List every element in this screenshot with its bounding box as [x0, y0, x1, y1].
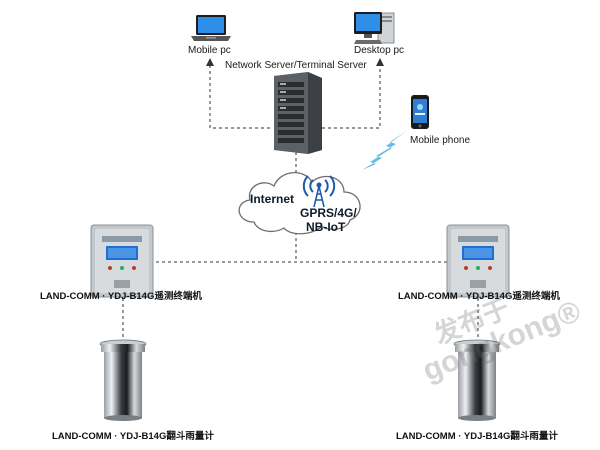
link-server-mobile-pc [209, 62, 270, 129]
laptop-icon [191, 15, 231, 41]
antenna-icon [302, 175, 336, 208]
cloud-network-label-2: NB-IoT [306, 220, 346, 234]
mobile-pc-label: Mobile pc [188, 45, 231, 56]
terminal-left-label: LAND-COMM · YDJ-B14G遥测终端机 [40, 291, 202, 302]
cloud-icon [238, 172, 361, 235]
mobile-phone-label: Mobile phone [410, 135, 471, 146]
server-icon [274, 72, 322, 154]
gauge-left-label: LAND-COMM · YDJ-B14G翻斗雨量计 [52, 431, 214, 442]
terminal-device-left [90, 224, 154, 298]
cloud-network-label-1: GPRS/4G/ [300, 206, 357, 220]
terminal-device-right [446, 224, 510, 298]
rain-gauge-left [99, 339, 147, 421]
terminal-right-label: LAND-COMM · YDJ-B14G遥测终端机 [398, 291, 560, 302]
gauge-right-label: LAND-COMM · YDJ-B14G翻斗雨量计 [396, 431, 558, 442]
rain-gauge-right [453, 339, 501, 421]
mobile-phone-icon [411, 95, 429, 129]
desktop-pc-label: Desktop pc [354, 45, 405, 56]
cloud-internet-label: Internet [250, 192, 295, 206]
desktop-pc-icon [354, 12, 395, 44]
link-server-desktop-pc [322, 62, 381, 129]
server-label: Network Server/Terminal Server [225, 60, 367, 71]
lightning-icon [362, 130, 408, 170]
